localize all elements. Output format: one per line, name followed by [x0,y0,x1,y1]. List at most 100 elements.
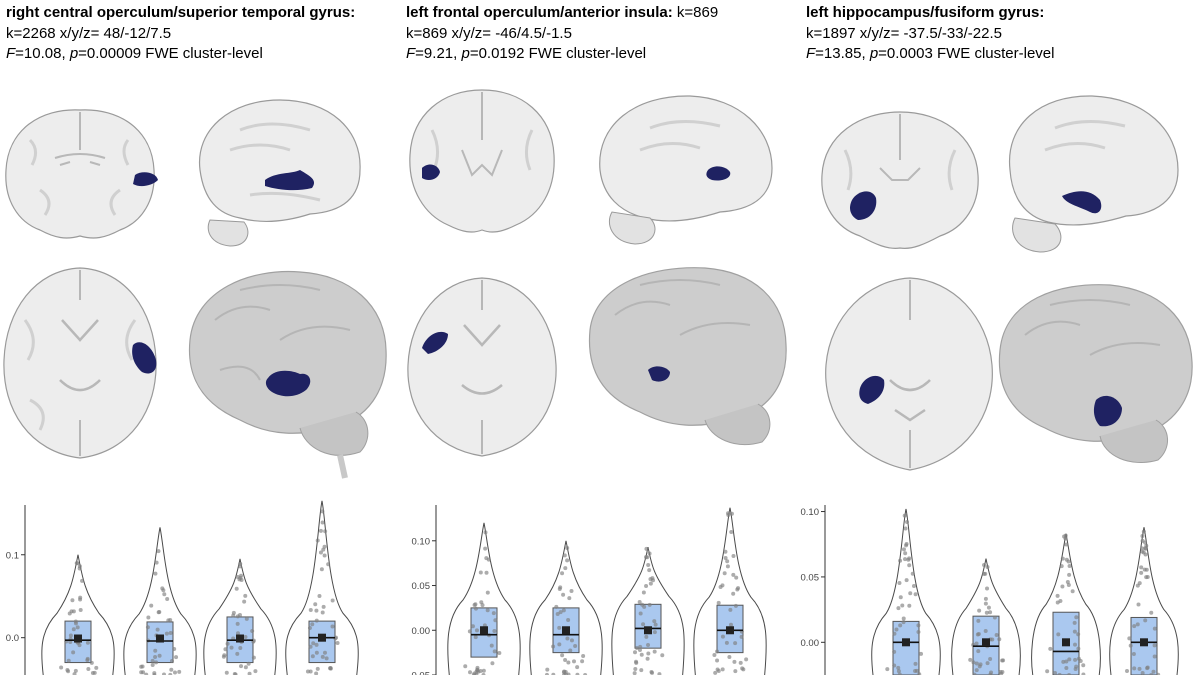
data-point [307,625,312,630]
brain-views [821,95,1193,471]
data-point [639,668,644,673]
data-point [1145,575,1150,580]
data-point [910,571,915,576]
data-point [644,546,649,551]
data-point [85,640,90,645]
data-point [727,655,732,660]
data-point [983,628,988,633]
data-point [563,658,568,663]
data-point [94,665,99,670]
data-point [905,519,910,524]
data-point [720,667,725,672]
data-point [988,610,993,615]
data-point [646,651,651,656]
data-point [988,656,993,661]
data-point [156,549,161,554]
mean-marker [982,638,990,647]
panel-header: right central operculum/superior tempora… [6,3,355,65]
data-point [243,593,248,598]
data-point [1127,636,1132,641]
data-point [89,660,94,665]
axial-slice [3,267,157,459]
data-point [313,602,318,607]
y-tick-label: 0.05 [801,572,820,583]
data-point [231,610,236,615]
data-point [311,641,316,646]
data-point [1076,646,1081,651]
data-point [560,653,565,658]
data-point [892,631,897,636]
violin-outline [1109,527,1179,675]
data-point [647,602,652,607]
data-point [322,650,327,655]
data-point [648,581,653,586]
sagittal-slice [1008,95,1179,253]
data-point [150,658,155,663]
data-point [157,609,162,614]
data-point [238,564,243,569]
data-point [319,567,324,572]
data-point [243,665,248,670]
violin-plot: -0.050.000.050.10 [408,505,767,675]
data-point [78,607,83,612]
data-point [569,588,574,593]
violin-outline [1031,533,1101,675]
data-point [558,585,563,590]
data-point [641,590,646,595]
data-point [1156,672,1161,675]
data-point [735,587,740,592]
brain-views [3,99,387,479]
data-point [716,600,721,605]
data-point [484,570,489,575]
sagittal-slice [599,95,773,245]
data-point [71,627,76,632]
data-point [1073,657,1078,662]
violin-outline [611,546,685,675]
data-point [975,632,980,637]
y-tick-label: 0.1 [6,550,19,561]
data-point [984,610,989,615]
data-point [315,666,320,671]
data-point [153,571,158,576]
data-point [644,634,649,639]
region-label: right central operculum/superior tempora… [6,4,356,21]
data-point [305,669,310,674]
data-point [75,625,80,630]
data-point [974,668,979,673]
cluster-stats: k=2268 x/y/z= 48/-12/7.5 [6,24,172,42]
data-point [992,615,997,620]
data-point [1000,669,1005,674]
box-iqr [634,603,662,649]
data-point [1132,666,1137,671]
data-point [560,571,565,576]
data-point [645,656,650,661]
coronal-slice [5,109,158,239]
data-point [1135,583,1140,588]
activation-blob [1093,395,1122,427]
data-point [1131,651,1136,656]
violin-outline [203,558,277,675]
data-point [86,666,91,671]
data-point [566,617,571,622]
data-point [986,605,991,610]
data-point [321,547,326,552]
data-point [235,574,240,579]
data-point [169,667,174,672]
data-point [85,658,90,663]
data-point [1058,599,1063,604]
data-point [224,670,229,675]
data-point [250,629,255,634]
activation-blob [422,164,440,180]
data-point [982,562,987,567]
data-point [900,603,905,608]
violin-outline [447,522,521,675]
mean-marker [480,626,488,635]
data-point [472,671,477,675]
data-point [308,607,313,612]
data-point [473,606,478,611]
data-point [892,649,897,654]
data-point [153,655,158,660]
data-point [561,592,566,597]
data-point [154,560,159,565]
data-point [974,661,979,666]
